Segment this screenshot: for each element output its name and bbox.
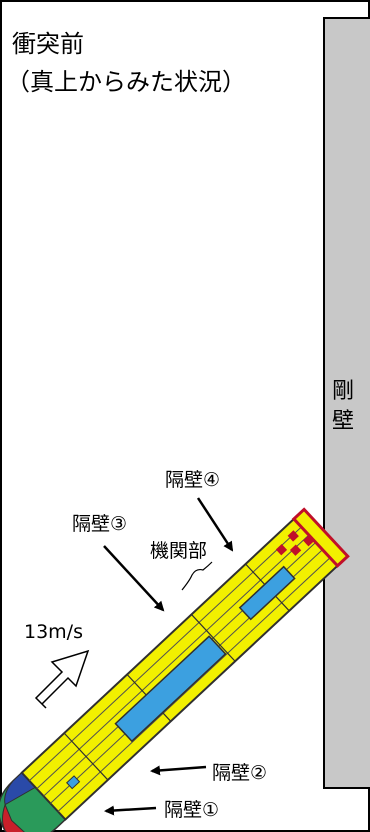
bow-small-tank [66,775,81,790]
stern-square-3 [287,530,299,542]
title-line2: （真上からみた状況） [6,68,246,96]
large-tank [114,635,227,743]
arrow-bulkhead4 [196,497,234,552]
label-speed: 13m/s [24,621,83,643]
rigid-wall [323,17,370,789]
title-line1: 衝突前 [12,30,84,58]
motion-arrow-icon [34,649,90,709]
wall-label-char1: 剛 [332,379,354,404]
stern-deck [291,507,350,568]
engine-room-brace [181,561,213,591]
label-bulkhead3: 隔壁③ [72,513,127,535]
wall-label-char2: 壁 [332,409,354,434]
ship [0,507,350,832]
arrow-bulkhead1 [104,805,157,816]
stern-square-1 [275,544,288,556]
arrow-bulkhead3 [103,545,165,612]
label-engine-room: 機関部 [150,540,207,562]
small-tank [238,565,296,621]
label-bulkhead2: 隔壁② [212,762,267,784]
arrow-bulkhead2 [150,765,207,776]
label-bulkhead1: 隔壁① [164,799,219,821]
stern-square-2 [289,544,302,556]
label-bulkhead4: 隔壁④ [165,469,220,491]
